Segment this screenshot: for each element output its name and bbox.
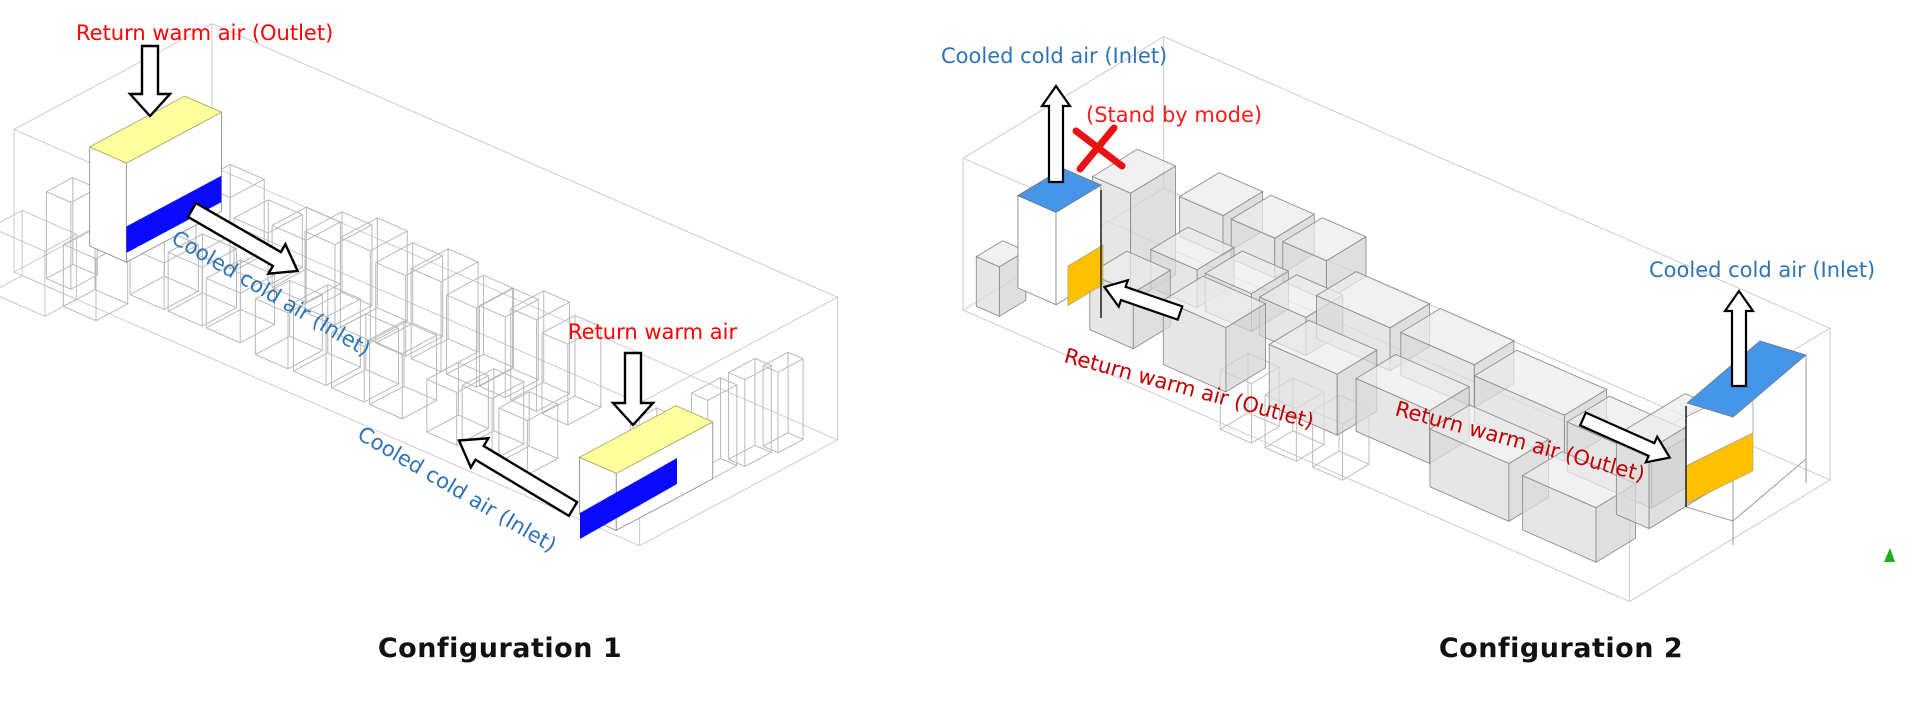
- up-arrow-icon: [1039, 84, 1073, 184]
- up-arrow-icon: [1722, 289, 1756, 388]
- label-cooled-cold-inlet-left: Cooled cold air (Inlet): [941, 44, 1167, 68]
- inlet-panel: [1017, 167, 1102, 213]
- rack-box: [1178, 172, 1264, 217]
- label-cooled-cold-inlet-right: Cooled cold air (Inlet): [1649, 258, 1875, 282]
- rack-box: [1281, 217, 1367, 262]
- rack-box: [1399, 307, 1515, 366]
- standby-cross-icon: [1072, 124, 1126, 173]
- rack-wireframe: [498, 391, 559, 476]
- down-arrow-icon: [610, 351, 656, 427]
- label-standby-mode: (Stand by mode): [1086, 103, 1262, 127]
- label-return-warm: Return warm air: [568, 320, 738, 344]
- rack-wireframe: [762, 351, 805, 454]
- hall-annex: [0, 209, 78, 317]
- rack-wireframe: [167, 233, 238, 327]
- rack-box: [1429, 404, 1550, 465]
- flow-arrow-icon: [1578, 411, 1672, 464]
- rack-wireframe: [510, 290, 571, 412]
- flow-arrow-icon: [457, 436, 579, 518]
- rack-wireframe: [369, 320, 438, 420]
- rack-wireframe: [426, 361, 490, 446]
- rack-box: [1473, 349, 1608, 416]
- rack-wireframe: [728, 357, 773, 468]
- rack-wireframe: [375, 242, 444, 357]
- rack-wireframe: [461, 368, 525, 462]
- flow-arrow-icon: [1102, 278, 1184, 322]
- axis-marker-icon: [1884, 548, 1895, 562]
- rack-box: [1149, 226, 1235, 271]
- outlet-panel: [578, 405, 714, 474]
- flow-arrow-icon: [186, 201, 300, 276]
- down-arrow-icon: [127, 44, 173, 118]
- inlet-panel: [126, 175, 222, 253]
- rack-wireframe: [410, 248, 480, 373]
- crac-unit: [1017, 194, 1057, 306]
- crac-unit: [89, 146, 127, 263]
- rack-box: [1162, 275, 1267, 329]
- rack-wireframe: [478, 287, 540, 399]
- config1-scene: [0, 23, 839, 547]
- config1-caption: Configuration 1: [378, 633, 622, 664]
- rack-wireframe: [304, 211, 374, 326]
- rack-wireframe: [331, 313, 400, 403]
- inlet-panel: [580, 458, 677, 539]
- rack-box: [1230, 194, 1316, 239]
- rack-box: [1268, 319, 1378, 375]
- rack-box: [1204, 250, 1290, 295]
- label-return-warm-outlet: Return warm air (Outlet): [76, 21, 333, 45]
- rack-wireframe: [205, 259, 276, 344]
- rack-wireframe: [292, 284, 362, 387]
- rack-wireframe: [254, 279, 324, 370]
- rack-wireframe: [129, 229, 200, 311]
- rack-box: [1091, 148, 1177, 194]
- config2-caption: Configuration 2: [1439, 633, 1683, 664]
- rack-wireframe: [541, 314, 602, 426]
- rack-box: [1315, 271, 1431, 329]
- rack-box: [1355, 353, 1471, 412]
- outlet-panel: [1067, 244, 1104, 307]
- rack-wireframe: [339, 217, 409, 342]
